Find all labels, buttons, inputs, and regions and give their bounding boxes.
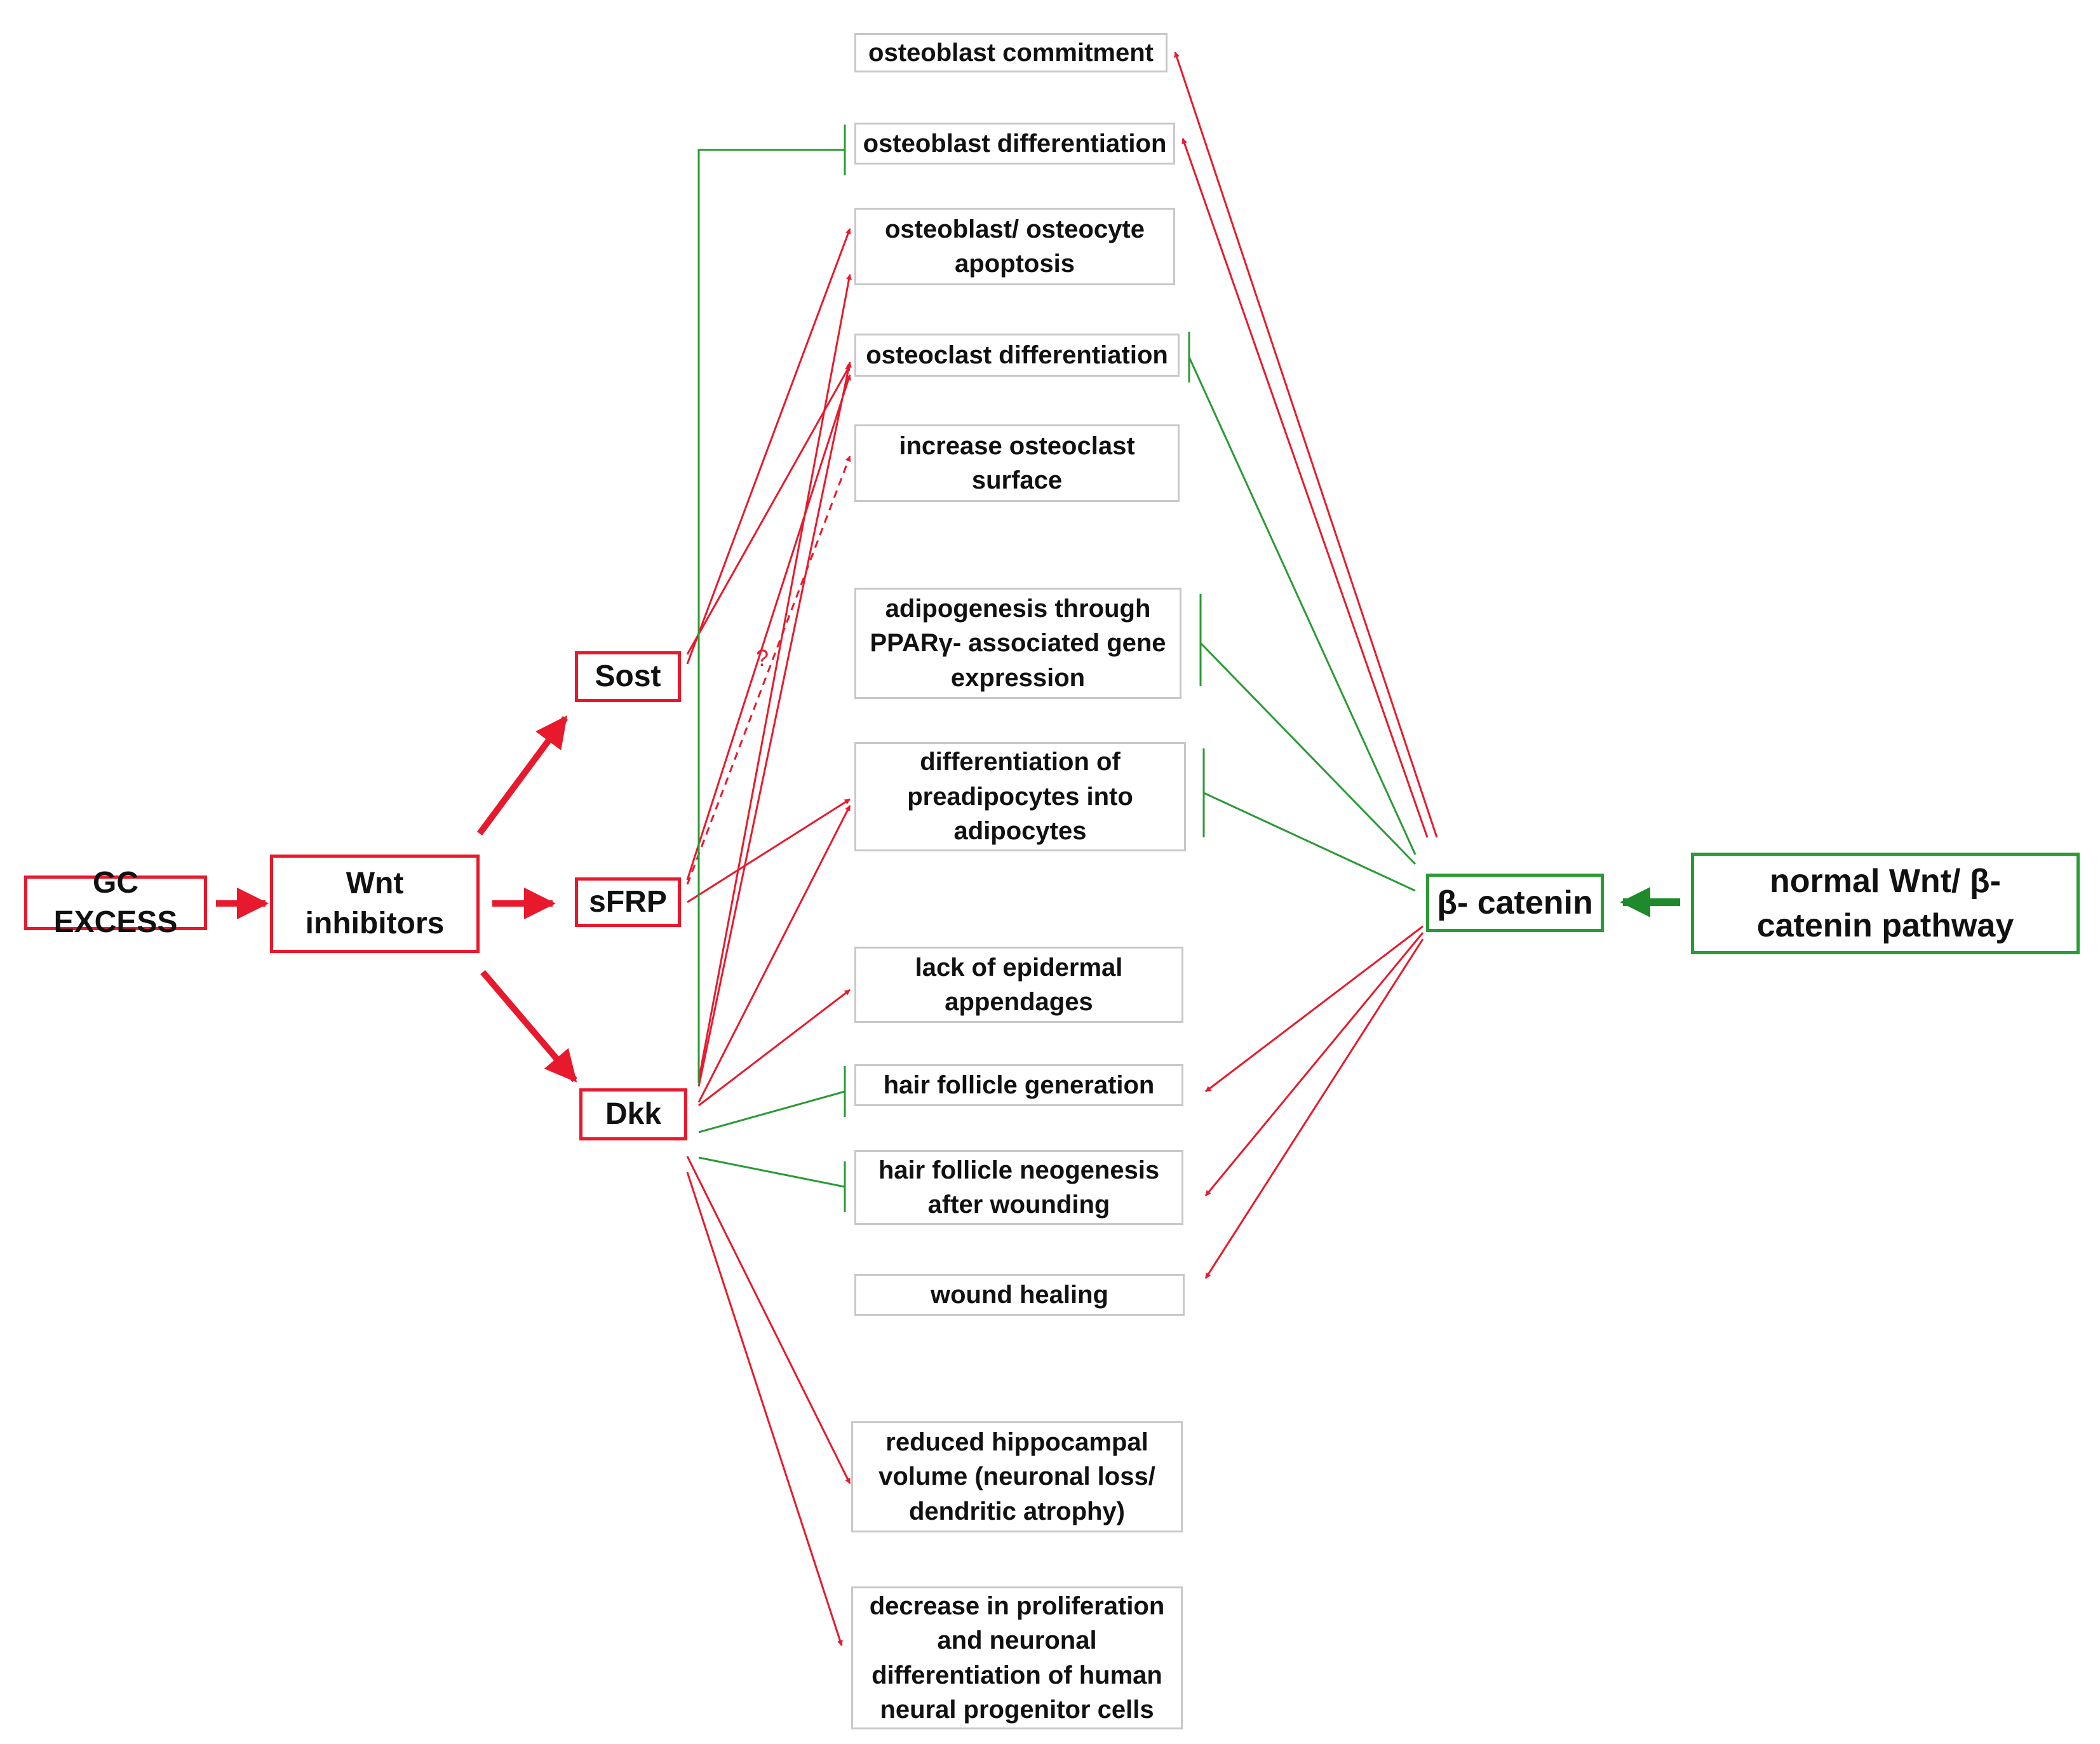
outcome-osteoclast-differentiation: osteoclast differentiation [854, 334, 1180, 377]
inhibit-dkk-to-hair-follicle-neo [698, 1156, 845, 1188]
outcome-label: decrease in proliferation and neuronal d… [869, 1592, 1165, 1724]
outcome-osteoblast-commitment: osteoblast commitment [854, 33, 1168, 72]
outcome-label: hair follicle neogenesis after wounding [878, 1156, 1160, 1219]
arrow-dkk-to-hippocampal [686, 1156, 851, 1484]
outcome-wound-healing: wound healing [854, 1274, 1185, 1316]
outcome-label: lack of epidermal appendages [915, 953, 1123, 1016]
sfrp-label: sFRP [589, 884, 667, 919]
main-activation-arrows [216, 715, 577, 1083]
outcome-label: adipogenesis through PPARγ- associated g… [870, 594, 1166, 692]
arrow-dkk-to-preadipocytes [697, 805, 851, 1103]
inhibit-dkk-to-osteoblast-differentiation [697, 149, 845, 1083]
arrow-sfrp-to-preadipocytes [687, 798, 851, 903]
arrow-dkk-to-neural [686, 1172, 843, 1646]
arrow-bc-to-hair-follicle [1205, 925, 1424, 1093]
sost-label: Sost [595, 659, 661, 693]
inhibitor-activation-arrows [686, 228, 852, 1646]
wnt-inhibitors-box: Wnt inhibitors [270, 855, 480, 953]
gc-excess-box: GC EXCESS [24, 866, 207, 939]
outcome-label: wound healing [931, 1280, 1108, 1309]
arrow-dkk-to-osteoclast-diff [697, 362, 852, 1087]
arrow-dkk-to-epidermal [698, 989, 851, 1107]
dkk-label: Dkk [605, 1097, 662, 1131]
dkk-box: Dkk [579, 1088, 687, 1140]
gc-excess-label: GC EXCESS [53, 865, 178, 939]
inhibition-lines [697, 125, 1417, 1212]
arrow-bc-to-osteoblast-differentiation [1181, 138, 1429, 838]
arrow-wnt-to-dkk [480, 970, 577, 1083]
outcome-label: osteoblast/ osteocyte apoptosis [884, 215, 1145, 278]
sfrp-box: sFRP [575, 877, 681, 927]
inhibit-bc-to-osteoclast-diff [1188, 356, 1417, 855]
beta-catenin-label: β- catenin [1437, 884, 1593, 921]
normal-pathway-label: normal Wnt/ β- catenin pathway [1756, 862, 2014, 944]
arrow-bc-to-hair-follicle-neo [1204, 932, 1424, 1196]
sost-box: Sost [575, 651, 681, 702]
outcome-label: hair follicle generation [883, 1071, 1155, 1099]
beta-catenin-box: β- catenin [1426, 874, 1604, 932]
inhibit-bc-to-adipogenesis [1199, 642, 1417, 865]
inhibit-dkk-to-hair-follicle [698, 1090, 845, 1133]
arrow-sost-to-osteoclast-diff [686, 365, 851, 655]
outcome-adipogenesis: adipogenesis through PPARγ- associated g… [854, 588, 1181, 699]
arrow-bc-to-osteoblast-commitment [1174, 51, 1438, 838]
arrow-wnt-to-sost [476, 715, 569, 835]
outcome-label: increase osteoclast surface [899, 431, 1135, 494]
uncertain-question-mark: ? [756, 645, 769, 671]
wnt-inhibitors-label: Wnt inhibitors [305, 867, 445, 940]
arrow-sost-to-apoptosis [686, 228, 851, 665]
outcome-osteoclast-surface: increase osteoclast surface [854, 424, 1180, 502]
outcome-osteoblast-apoptosis: osteoblast/ osteocyte apoptosis [854, 208, 1175, 285]
beta-catenin-activation-arrows [1174, 51, 1438, 1279]
outcome-label: osteoblast commitment [868, 38, 1154, 67]
outcome-hippocampal-volume: reduced hippocampal volume (neuronal los… [851, 1421, 1183, 1532]
outcome-hair-follicle-neogenesis: hair follicle neogenesis after wounding [854, 1150, 1183, 1225]
outcome-hair-follicle-generation: hair follicle generation [854, 1064, 1183, 1106]
arrow-sfrp-to-osteoclast-surface-uncertain [686, 456, 851, 885]
inhibit-bc-to-preadipocytes [1203, 792, 1416, 892]
outcome-preadipocytes: differentiation of preadipocytes into ad… [854, 742, 1186, 851]
outcome-neural-progenitor: decrease in proliferation and neuronal d… [851, 1586, 1183, 1729]
outcome-label: differentiation of preadipocytes into ad… [907, 748, 1133, 846]
arrow-dkk-to-apoptosis [697, 274, 852, 1081]
outcome-osteoblast-differentiation: osteoblast differentiation [854, 123, 1175, 165]
arrow-sfrp-to-osteoclast-diff [686, 374, 851, 881]
outcome-label: reduced hippocampal volume (neuronal los… [878, 1428, 1155, 1525]
outcome-label: osteoclast differentiation [866, 341, 1168, 369]
arrow-bc-to-wound-healing [1204, 938, 1424, 1279]
normal-pathway-box: normal Wnt/ β- catenin pathway [1691, 853, 2080, 954]
outcome-label: osteoblast differentiation [863, 129, 1167, 158]
outcome-epidermal-appendages: lack of epidermal appendages [854, 947, 1183, 1023]
